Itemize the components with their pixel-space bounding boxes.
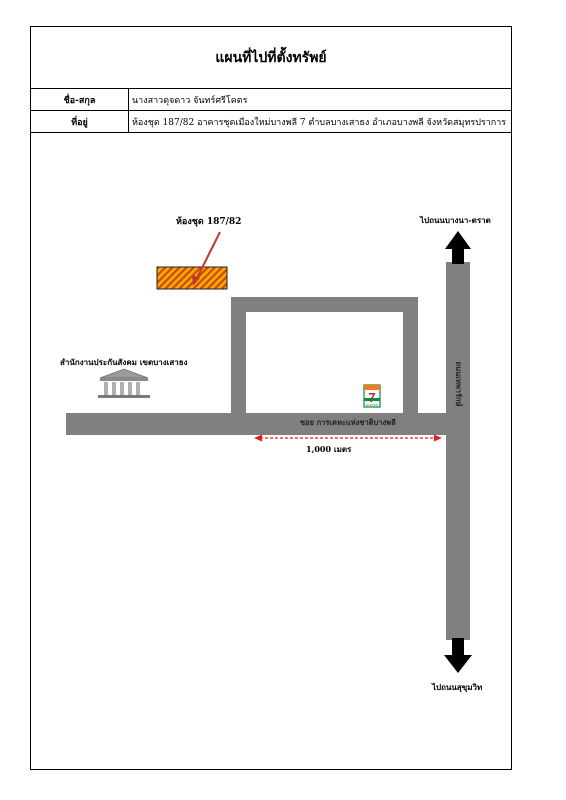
title-row: แผนที่ไปที่ตั้งทรัพย์	[31, 27, 511, 89]
main-road-thepharak	[446, 262, 470, 640]
office-label: สำนักงานประกันสังคม เขตบางเสาธง	[60, 357, 188, 367]
store-7eleven-icon: 7 ELEVEN	[363, 384, 381, 408]
north-destination-label: ไปถนนบางนา-ตราด	[420, 215, 491, 225]
name-label: ชื่อ-สกุล	[31, 89, 129, 110]
main-road-label: ถนนเทพารักษ์	[454, 361, 463, 407]
soi-road	[66, 413, 470, 435]
south-arrow-icon	[444, 638, 472, 673]
document-frame: แผนที่ไปที่ตั้งทรัพย์ ชื่อ-สกุล นางสาวดุ…	[30, 26, 512, 770]
south-destination-label: ไปถนนสุขุมวิท	[432, 682, 483, 692]
name-value: นางสาวดุจดาว จันทร์ศรีโคตร	[132, 95, 248, 106]
distance-label: 1,000 เมตร	[306, 444, 352, 454]
address-value: ห้องชุด 187/82 อาคารชุดเมืองใหม่บางพลี 7…	[132, 117, 507, 128]
office-building-icon	[98, 368, 150, 398]
loop-road-right	[403, 297, 418, 415]
north-arrow-icon	[445, 231, 471, 264]
address-label: ที่อยู่	[31, 111, 129, 132]
road-network	[66, 262, 470, 640]
loop-road-left	[231, 297, 246, 415]
info-row-address: ที่อยู่ ห้องชุด 187/82 อาคารชุดเมืองใหม่…	[31, 111, 511, 133]
loop-road-top	[231, 297, 418, 312]
store-logo-text: 7	[368, 390, 375, 405]
property-pointer	[195, 231, 221, 281]
property-marker	[156, 266, 228, 290]
store-logo-subtext: ELEVEN	[366, 403, 378, 407]
info-row-name: ชื่อ-สกุล นางสาวดุจดาว จันทร์ศรีโคตร	[31, 89, 511, 111]
soi-road-label: ซอย การเคหะแห่งชาติบางพลี	[300, 418, 396, 427]
property-pointer-head	[192, 275, 200, 286]
page-title: แผนที่ไปที่ตั้งทรัพย์	[215, 49, 327, 66]
distance-indicator	[254, 434, 442, 442]
property-label: ห้องชุด 187/82	[176, 217, 242, 227]
